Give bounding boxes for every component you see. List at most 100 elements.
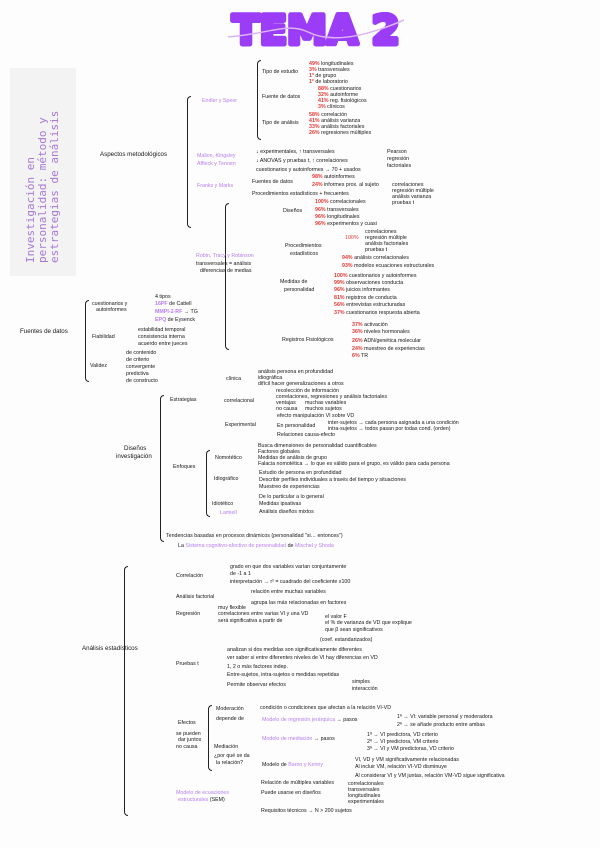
list-item: análisis persona en profundidad — [258, 369, 334, 375]
tipo-estudio: Tipo de estudio — [262, 69, 299, 75]
list-item: 37% activación — [352, 322, 388, 328]
pruebas-t: Pruebas t — [176, 661, 199, 667]
note: dar juntos — [178, 737, 202, 743]
list-item: no causa — [276, 406, 298, 412]
side-title-box: Investigación en personalidad: método y … — [10, 68, 76, 276]
list-item: análisis factoriales — [365, 241, 409, 247]
list-item: factoriales — [387, 163, 412, 169]
procedimientos: Procedimientos estadísticos + frecuentes — [252, 191, 349, 197]
disenos-label: Diseños — [124, 445, 147, 452]
list-item: análisis varianza — [392, 194, 432, 200]
idiografico: Idiográfico — [214, 476, 239, 482]
modelo-jerarquica: Modelo de regresión jerárquica → pasos — [262, 717, 358, 723]
list-item: acuerdo entre jueces — [138, 341, 188, 347]
list-item: pruebas t — [365, 247, 388, 253]
list-item: 2º → se añade producto entre ambas — [397, 722, 485, 728]
list-item: 96% transversales — [315, 207, 359, 213]
list-item: 1ª de grupo — [309, 73, 337, 79]
list-item: el % de varianza de VD que explique — [325, 620, 412, 626]
list-item: Busca dimensiones de personalidad cuanti… — [258, 443, 377, 449]
list-item: simples — [352, 679, 370, 685]
list-item: Medidas ipsativas — [259, 501, 302, 507]
list-item: Pearson — [387, 149, 407, 155]
note: transversales = análisis — [196, 261, 252, 267]
list-item: 56% entrevistas estructuradas — [334, 302, 406, 308]
analisis-label: Análisis estadísticos — [82, 645, 138, 652]
tipo-analisis: Tipo de análisis — [262, 120, 299, 126]
medidas-label: Medidas de — [280, 279, 308, 285]
list-item: predictiva — [126, 371, 149, 377]
list-item: será significativa a partir de — [218, 618, 283, 624]
proc-label: Procedimientos — [285, 243, 322, 249]
list-item: efecto manipulación VI sobre VD — [277, 413, 355, 419]
author-franks: Franks y Marks — [197, 183, 234, 189]
list-item: EPQ de Eysenck — [155, 317, 196, 323]
brace — [85, 300, 89, 382]
list-item: consistencia interna — [138, 334, 185, 340]
fuentes-datos: Fuentes de datos — [252, 179, 293, 185]
moderacion: Moderación — [216, 706, 244, 712]
list-item: correlaciones entre varias VI y una VD — [218, 611, 309, 617]
disenos: Diseños — [283, 208, 303, 214]
list-item: Relaciones causa-efecto — [277, 432, 336, 438]
list-item: Permite observar efectos — [227, 682, 286, 688]
list-item: Factores globales — [258, 449, 300, 455]
clinica: clínica — [226, 376, 242, 382]
list-item: 4 tipos — [155, 294, 171, 300]
list-item: muy flexible — [218, 605, 246, 611]
list-item: idiográfica — [258, 375, 283, 381]
brace — [124, 566, 128, 816]
list-item: regresión — [387, 156, 410, 162]
list-item: 99% observaciones conducta — [334, 280, 404, 286]
list-item: 37% cuestionarios respuesta abierta — [334, 310, 420, 316]
note: no causa — [176, 744, 198, 750]
aspectos-label: Aspectos metodológicos — [100, 151, 168, 158]
list-item: Muestreo de experiencias — [259, 484, 320, 490]
medidas-label-2: personalidad — [284, 287, 315, 293]
sistema: La Sistema cognitivo-afectivo de persona… — [178, 543, 334, 549]
note: diferencias de medias — [200, 268, 252, 274]
fuentes-label: Fuentes de datos — [20, 328, 68, 335]
note: la relación? — [216, 760, 244, 766]
list-item: longitudinales — [348, 793, 381, 799]
list-item: ventajas — [276, 400, 296, 406]
tendencias: Tendencias basadas en procesos dinámicos… — [166, 533, 343, 539]
experimental: Experimental — [225, 422, 256, 428]
list-item: 26% regresiones múltiples — [309, 130, 372, 136]
list-item: 93% modelos ecuaciones estructurales — [342, 263, 435, 269]
list-item: Describir perfiles individuales a través… — [259, 477, 406, 483]
fiabilidad: Fiabilidad — [92, 334, 115, 340]
side-title: Investigación en personalidad: método y … — [24, 110, 61, 263]
list-item: 3º → VI y VM predictoras, VD criterio — [367, 746, 455, 752]
list-item: (coef. estandarizados) — [320, 637, 373, 643]
title-tema-2: TEMA 2 — [228, 12, 404, 50]
list-item: condición o condiciones que afectan a la… — [260, 705, 392, 711]
list-item: correlaciones — [392, 182, 424, 188]
list-item: intra-sujetos → todos pasan por todas co… — [328, 426, 451, 432]
list-item: 49% longitudinales — [309, 61, 354, 67]
list-item: VI, VD y VM significativamente relaciona… — [355, 757, 459, 763]
pct: 100% — [345, 235, 359, 241]
list-item: correlacionales — [348, 781, 384, 787]
author-lamiell: Lamiell — [220, 510, 237, 516]
author-endler: Endler y Speer — [202, 98, 238, 104]
list-item: de -1 a 1 — [230, 571, 251, 577]
idiotetico: Idiotético — [212, 501, 234, 507]
list-item: 41% análisis varianza — [309, 118, 361, 124]
estrategias: Estrategias — [170, 397, 197, 403]
list-item: experimentales — [348, 799, 384, 805]
list-item: En personalidad — [277, 423, 316, 429]
enfoques: Enfoques — [173, 464, 196, 470]
author-mallon: Mallon, Kingsley — [197, 153, 236, 159]
list-item: Entre-sujetos, intra-sujetos o medidas r… — [227, 672, 340, 678]
brace — [257, 60, 261, 140]
note: ¿por qué se da — [214, 753, 250, 759]
list-item: cuestionarios y autoinformes → 70 + usad… — [256, 167, 361, 173]
list-item: 1º → VI predictora, VD criterio — [367, 732, 438, 738]
list-item: 24% muestreo de experiencias — [352, 346, 425, 352]
list-item: 98% autoinformes — [312, 174, 355, 180]
list-item: correlaciones — [365, 229, 397, 235]
author-mallon-2: Affleck y Tennen — [197, 161, 236, 167]
list-item: 24% informes prox. al sujeto — [312, 182, 379, 188]
list-item: recolección de información — [276, 388, 340, 394]
